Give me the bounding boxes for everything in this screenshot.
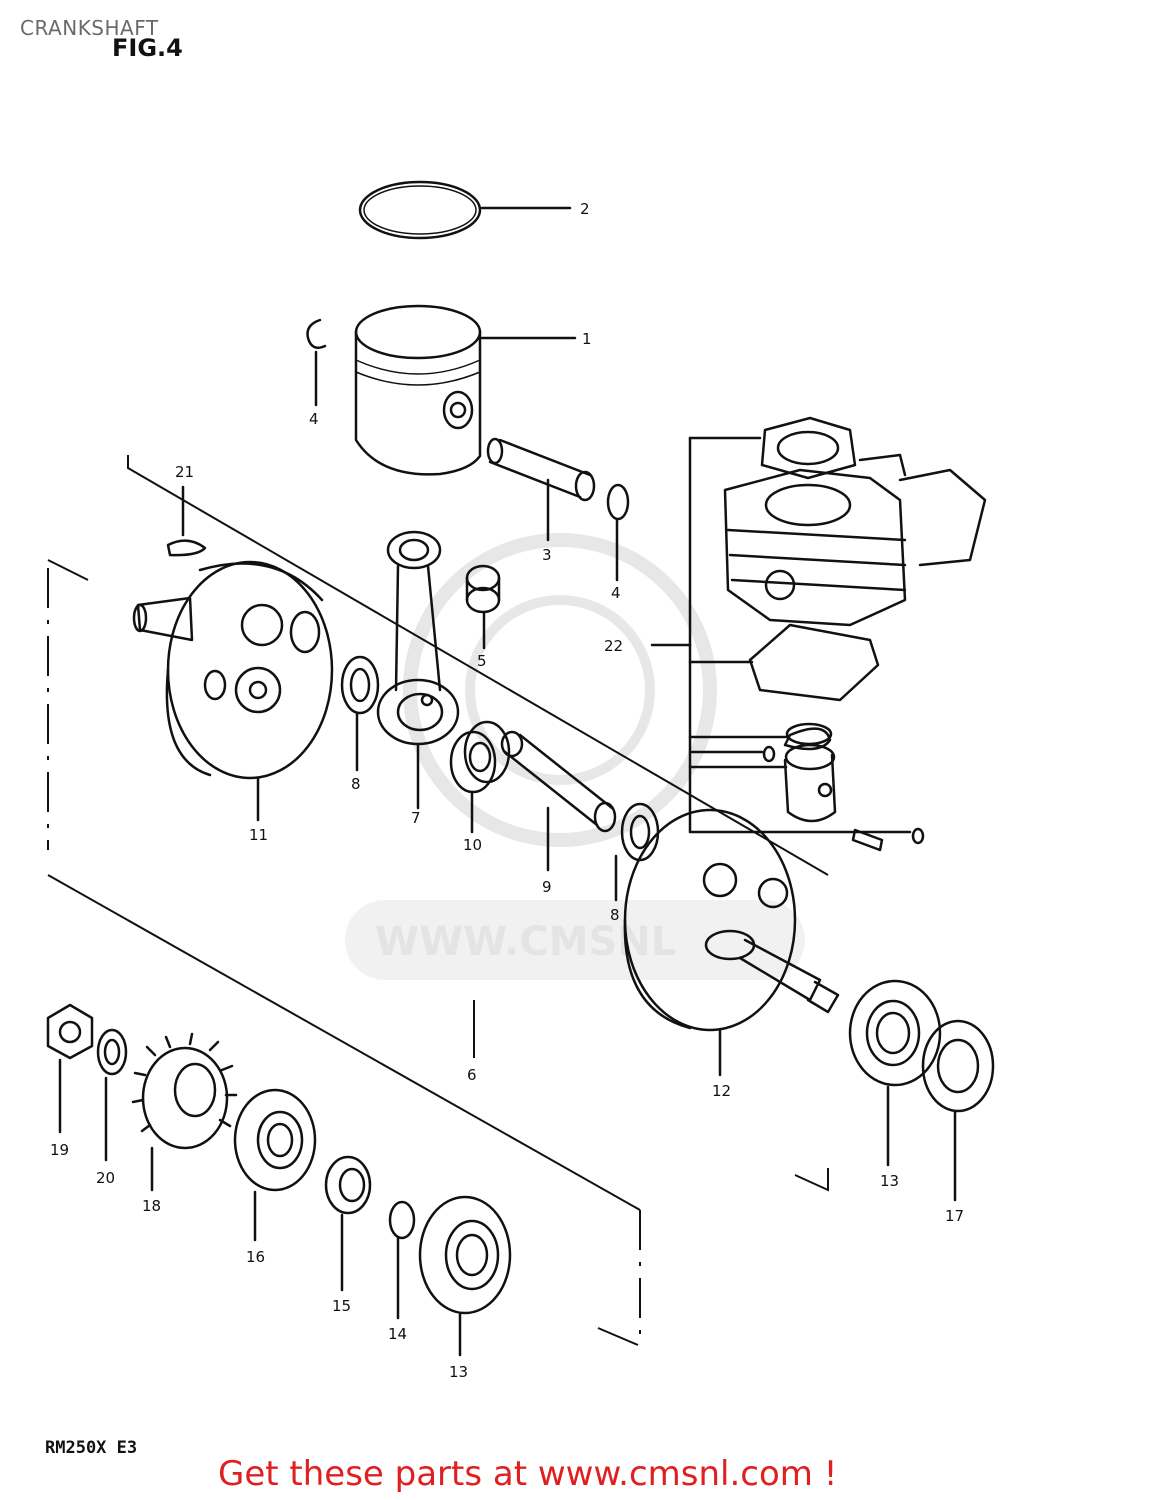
callout-3: 3: [542, 546, 552, 564]
callout-21: 21: [175, 463, 194, 481]
thrust-washer-left: [340, 655, 380, 715]
watermark-logo: WWW.CMSNL: [345, 533, 805, 980]
crank-nut: [46, 1003, 94, 1060]
small-end-bearing: [465, 564, 501, 614]
callout-15: 15: [332, 1297, 351, 1315]
callout-2: 2: [580, 200, 590, 218]
callout-13b: 13: [449, 1363, 468, 1381]
lock-washer: [96, 1028, 128, 1076]
assembly-bracket: [47, 455, 829, 1346]
spacer: [324, 1155, 372, 1215]
circlip-top: [306, 318, 327, 349]
callout-10: 10: [463, 836, 482, 854]
callout-6: 6: [467, 1066, 477, 1084]
callout-19: 19: [50, 1141, 69, 1159]
callout-4b: 4: [611, 584, 621, 602]
callout-18: 18: [142, 1197, 161, 1215]
crank-half-right: [623, 808, 840, 1032]
primary-drive-gear: [131, 1032, 238, 1150]
callout-14: 14: [388, 1325, 407, 1343]
callout-16: 16: [246, 1248, 265, 1266]
main-bearing-right: [848, 979, 942, 1087]
callout-22: 22: [604, 637, 623, 655]
oil-seal-left: [233, 1088, 317, 1192]
callout-17: 17: [945, 1207, 964, 1225]
piston-ring: [358, 180, 482, 240]
crank-half-left: [132, 560, 334, 780]
model-code: RM250X E3: [45, 1438, 138, 1458]
callout-1: 1: [582, 330, 592, 348]
diagram-title: CRANKSHAFT: [20, 16, 159, 40]
callout-11: 11: [249, 826, 268, 844]
woodruff-key: [166, 539, 207, 557]
piston: [354, 304, 482, 476]
promo-link[interactable]: Get these parts at www.cmsnl.com !: [218, 1454, 838, 1494]
cylinder-assembly: [723, 416, 987, 852]
callout-labels: 2 1 4 21 3 4 22 5 8 7 11 10 9 8 6 12 19 …: [50, 200, 964, 1381]
callout-12: 12: [712, 1082, 731, 1100]
oil-seal-right: [921, 1019, 995, 1113]
main-bearing-left: [418, 1195, 512, 1315]
piston-pin: [486, 437, 596, 502]
callout-5: 5: [477, 652, 487, 670]
crank-pin: [500, 730, 617, 833]
callout-8a: 8: [351, 775, 361, 793]
callout-13a: 13: [880, 1172, 899, 1190]
callout-20: 20: [96, 1169, 115, 1187]
callout-8b: 8: [610, 906, 620, 924]
callout-9: 9: [542, 878, 552, 896]
bearing-circlip: [388, 1200, 416, 1240]
figure-label: FIG.4: [112, 34, 183, 62]
circlip-right: [606, 483, 630, 521]
callout-7-label: 7: [411, 809, 421, 827]
callout-4a: 4: [309, 410, 319, 428]
